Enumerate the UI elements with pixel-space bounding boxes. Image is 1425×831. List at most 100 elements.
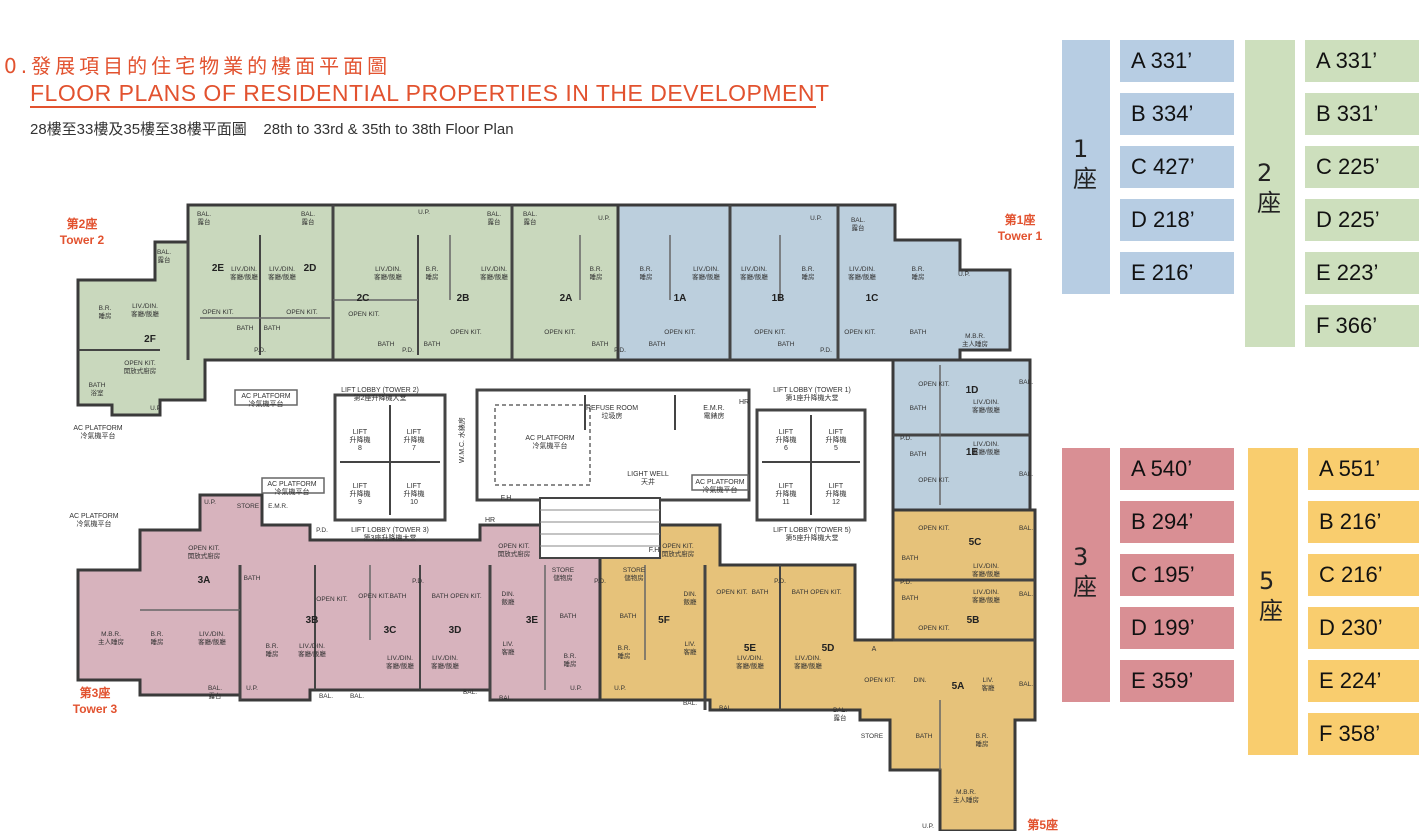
room-label: LIV./DIN.: [299, 643, 325, 650]
room-label: P.D.: [900, 435, 912, 442]
page-title-chinese: 0.發展項目的住宅物業的樓面平面圖: [4, 54, 392, 78]
room-label-cn: 客廳/飯廳: [794, 661, 822, 670]
room-label: BATH: [910, 451, 927, 458]
room-label-cn: 主人睡房: [953, 795, 979, 804]
room-label-cn: 客廳/飯廳: [298, 649, 326, 658]
unit-5E: 5E: [744, 643, 757, 654]
unit-5A-area: A 551’: [1308, 448, 1419, 490]
room-label-cn: 睡房: [564, 659, 577, 668]
room-label: LIV./DIN.: [973, 589, 999, 596]
emr-label: E.M.R.: [703, 405, 724, 412]
lift-number: 12: [832, 499, 840, 506]
room-label: LIV.: [685, 641, 696, 648]
room-label: BATH: [778, 341, 795, 348]
room-label: B.R.: [976, 733, 989, 740]
tower-3-area: [76, 493, 602, 702]
unit-2E-area: E 223’: [1305, 252, 1419, 294]
room-label: BAL.: [1019, 471, 1033, 478]
unit-5B-area: B 216’: [1308, 501, 1419, 543]
room-label: OPEN KIT.: [810, 589, 842, 596]
room-label: LIV./DIN.: [973, 399, 999, 406]
unit-3A-area: A 540’: [1120, 448, 1234, 490]
lift-label: LIFT: [353, 429, 368, 436]
unit-5C-area: C 216’: [1308, 554, 1419, 596]
room-label-cn: 客廳/飯廳: [972, 405, 1000, 414]
lift-number: 5: [834, 445, 838, 452]
unit-1B: 1B: [772, 293, 785, 304]
lift-label-cn: 升降機: [350, 435, 371, 444]
room-label: BAL.: [851, 217, 865, 224]
room-label-cn: 主人睡房: [962, 339, 988, 348]
lift-number: 10: [410, 499, 418, 506]
room-label-cn: 客廳/飯廳: [972, 447, 1000, 456]
room-label: DIN.: [684, 591, 697, 598]
floor-plan-subtitle: 28樓至33樓及35樓至38樓平面圖 28th to 33rd & 35th t…: [30, 121, 514, 138]
circle-a-label: A: [872, 646, 877, 653]
unit-5F-area: F 358’: [1308, 713, 1419, 755]
tower-5-label-cn: 第5座: [1027, 817, 1058, 831]
room-label: BAL.: [487, 211, 501, 218]
lightwell-label-cn: 天井: [641, 477, 655, 486]
lobby-label-tower-1: LIFT LOBBY (TOWER 1): [773, 387, 851, 394]
refuse-room-label-cn: 垃圾房: [602, 411, 623, 420]
lobby-label-tower-2-cn: 第2座升降機大堂: [354, 393, 407, 402]
unit-2A: 2A: [560, 293, 573, 304]
room-label: B.R.: [151, 631, 164, 638]
room-label-cn: 客廳/飯廳: [848, 272, 876, 281]
room-label-cn: 客廳/飯廳: [386, 661, 414, 670]
lobby-label-tower-3: LIFT LOBBY (TOWER 3): [351, 527, 429, 534]
unit-2D: 2D: [304, 263, 317, 274]
tower-2-label-cn: 第2座: [67, 216, 98, 231]
room-label-cn: 浴室: [91, 388, 105, 397]
wmc-label: W.M.C. 水錶房: [457, 417, 466, 463]
room-label: P.D.: [614, 347, 626, 354]
room-label-cn: 睡房: [640, 272, 653, 281]
unit-2F: 2F: [144, 334, 156, 345]
unit-5D-area: D 230’: [1308, 607, 1419, 649]
room-label: BAL.: [463, 689, 477, 696]
unit-5E-area: E 224’: [1308, 660, 1419, 702]
room-label: BAL.: [350, 693, 364, 700]
room-label: P.D.: [594, 578, 606, 585]
lift-label-cn: 升降機: [350, 489, 371, 498]
unit-3C: 3C: [384, 625, 397, 636]
room-label: BATH: [244, 575, 261, 582]
unit-1C: 1C: [866, 293, 879, 304]
lift-label-cn: 升降機: [826, 435, 847, 444]
unit-2A-area: A 331’: [1305, 40, 1419, 82]
room-label-cn: 儲物房: [553, 573, 573, 582]
room-label: B.R.: [640, 266, 653, 273]
room-label: U.P.: [418, 209, 430, 216]
lift-number: 9: [358, 499, 362, 506]
room-label: BAL.: [157, 249, 171, 256]
emr-label-cn: 電錶房: [704, 411, 725, 420]
lift-label: LIFT: [407, 429, 422, 436]
room-label: LIV./DIN.: [231, 266, 257, 273]
room-label: U.P.: [150, 405, 162, 412]
room-label: DIN.: [502, 591, 515, 598]
room-label: M.B.R.: [965, 333, 985, 340]
room-label: U.P.: [598, 215, 610, 222]
tower-5-legend-label: 5 座: [1259, 567, 1283, 625]
room-label: B.R.: [590, 266, 603, 273]
room-label: LIV./DIN.: [132, 303, 158, 310]
room-label: U.P.: [922, 823, 934, 830]
room-label-cn: 開放式廚房: [498, 549, 531, 558]
lift-label: LIFT: [779, 429, 794, 436]
unit-2B-area: B 331’: [1305, 93, 1419, 135]
room-label: BAL.: [208, 685, 222, 692]
lobby-label-tower-5: LIFT LOBBY (TOWER 5): [773, 527, 851, 534]
room-label: B.R.: [618, 645, 631, 652]
ac-platform-label: AC PLATFORM: [695, 479, 744, 486]
unit-3D-area: D 199’: [1120, 607, 1234, 649]
tower-1-label-cn: 第1座: [1005, 212, 1036, 227]
room-label: BAL.: [683, 700, 697, 707]
room-label: BAL.: [301, 211, 315, 218]
room-label-cn: 飯廳: [684, 597, 698, 606]
ac-platform-label: AC PLATFORM: [267, 481, 316, 488]
lift-label-cn: 升降機: [826, 489, 847, 498]
room-label: STORE: [623, 567, 646, 574]
room-label-cn: 客廳/飯廳: [740, 272, 768, 281]
tower-3-legend-label: 3 座: [1073, 543, 1097, 601]
room-label: OPEN KIT.: [918, 625, 950, 632]
